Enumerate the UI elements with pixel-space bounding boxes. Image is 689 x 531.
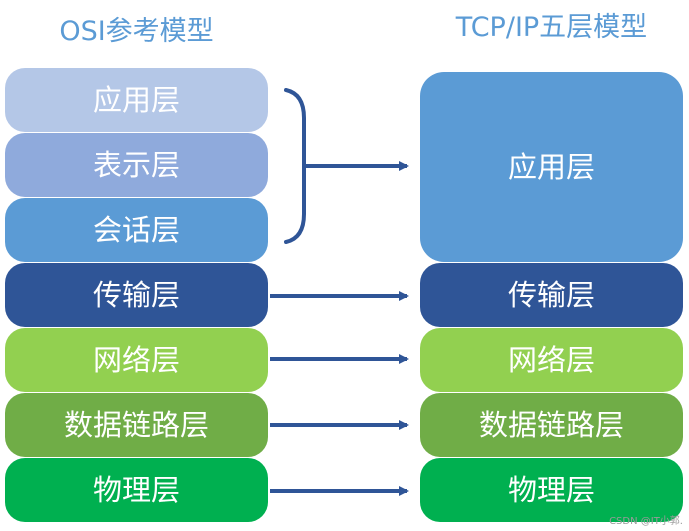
tcp-layer-application: 应用层	[420, 72, 683, 262]
upper-layers-brace	[284, 88, 306, 244]
tcp-layer-data-link: 数据链路层	[420, 393, 683, 457]
watermark-text: CSDN @IT小郭.	[609, 516, 683, 527]
osi-layer-label: 会话层	[92, 213, 180, 247]
tcp-layer-label: 数据链路层	[478, 408, 624, 442]
osi-layer-transport: 传输层	[5, 263, 268, 327]
tcp-layer-label: 网络层	[507, 343, 595, 377]
osi-layer-presentation: 表示层	[5, 133, 268, 197]
tcp-layer-label: 传输层	[507, 278, 595, 312]
tcp-layer-network: 网络层	[420, 328, 683, 392]
osi-layer-session: 会话层	[5, 198, 268, 262]
osi-layer-label: 传输层	[92, 278, 180, 312]
osi-layer-physical: 物理层	[5, 458, 268, 522]
tcp-layer-physical: 物理层	[420, 458, 683, 522]
tcp-ip-model-title: TCP/IP五层模型	[455, 12, 648, 43]
osi-layer-label: 表示层	[92, 148, 180, 182]
tcp-layer-transport: 传输层	[420, 263, 683, 327]
osi-layer-application: 应用层	[5, 68, 268, 132]
osi-layer-data-link: 数据链路层	[5, 393, 268, 457]
osi-layer-label: 应用层	[92, 83, 180, 117]
osi-layer-label: 网络层	[92, 343, 180, 377]
tcp-layer-label: 物理层	[507, 473, 595, 507]
osi-layer-network: 网络层	[5, 328, 268, 392]
osi-layer-label: 物理层	[92, 473, 180, 507]
osi-model-title: OSI参考模型	[59, 16, 214, 47]
tcp-layer-label: 应用层	[507, 150, 595, 184]
osi-layer-label: 数据链路层	[63, 408, 209, 442]
